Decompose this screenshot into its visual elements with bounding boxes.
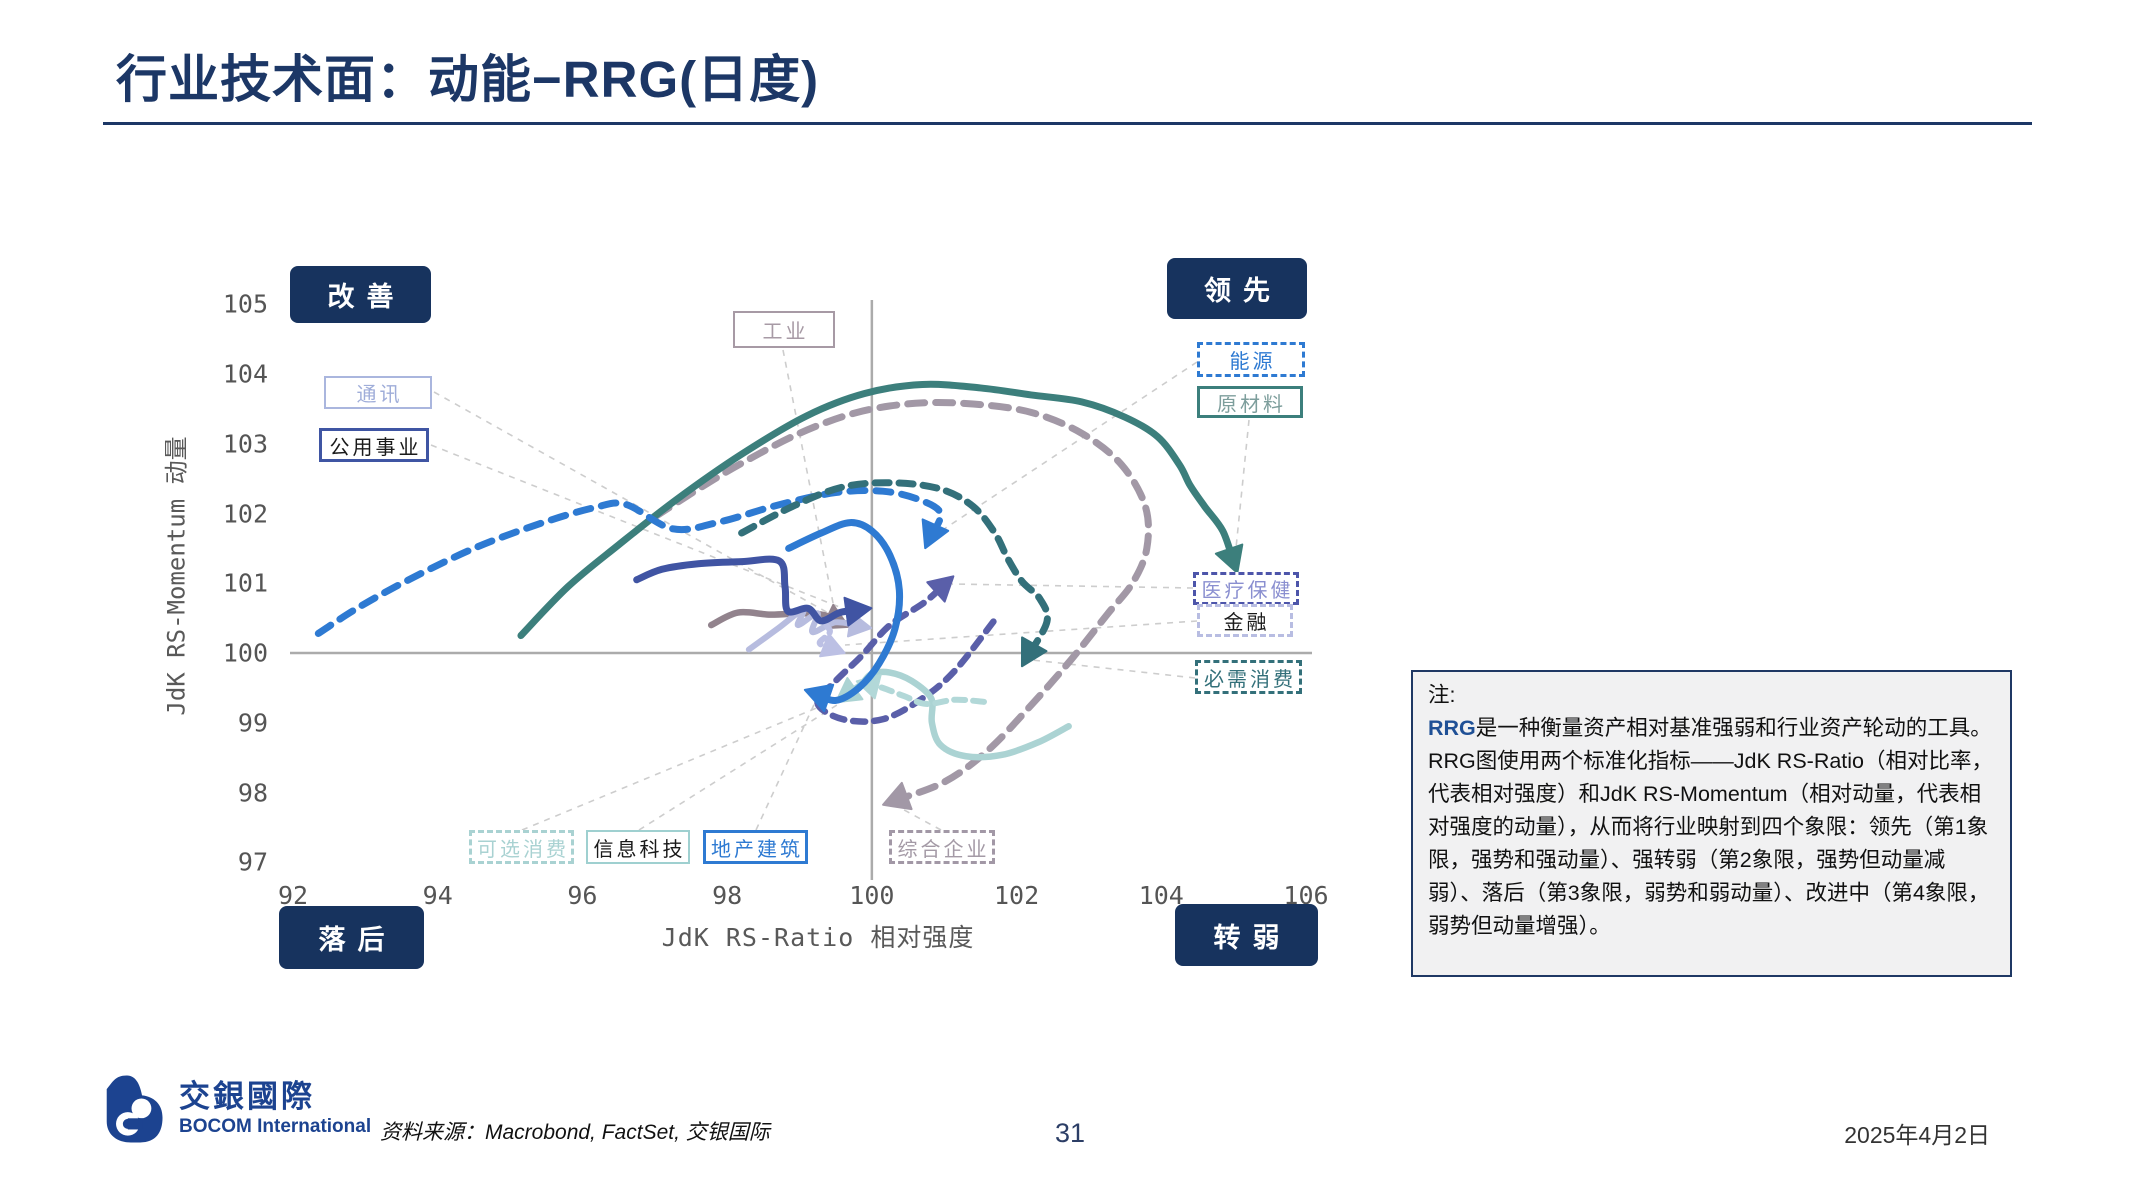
trail-公用事业 <box>633 555 864 625</box>
y-tick-label: 97 <box>237 847 268 877</box>
trail-能源 <box>314 486 945 637</box>
logo-text: 交銀國際 BOCOM International <box>179 1079 372 1138</box>
sector-label-conglomerates: 综合企业 <box>889 830 995 864</box>
x-tick-label: 94 <box>422 881 453 910</box>
y-tick-label: 104 <box>222 359 268 389</box>
y-tick-label: 102 <box>222 499 268 528</box>
sector-label-discretionary: 可选消费 <box>469 830 574 864</box>
trail-可选消费 <box>863 680 988 707</box>
quadrant-lagging-badge: 落后 <box>279 906 424 969</box>
y-tick-label: 105 <box>222 289 268 319</box>
quadrant-improving-badge: 改善 <box>290 266 431 323</box>
trail-必需消费 <box>738 479 1051 660</box>
note-highlight: RRG <box>1428 716 1476 740</box>
y-tick-label: 99 <box>237 708 268 738</box>
note-box: 注: RRG是一种衡量资产相对基准强弱和行业资产轮动的工具。RRG图使用两个标准… <box>1411 670 2012 977</box>
logo-name-cn: 交銀國際 <box>179 1079 315 1114</box>
x-axis-title: JdK RS-Ratio 相对强度 <box>661 923 975 952</box>
sector-label-utilities: 公用事业 <box>319 428 429 462</box>
trail-原材料 <box>517 380 1238 640</box>
logo-name-en: BOCOM International <box>179 1116 372 1138</box>
x-tick-label: 102 <box>993 881 1040 910</box>
y-tick-label: 98 <box>237 778 268 807</box>
page-title: 行业技术面：动能−RRG(日度) <box>116 51 820 108</box>
sector-label-energy: 能源 <box>1197 342 1305 377</box>
note-body: RRG是一种衡量资产相对基准强弱和行业资产轮动的工具。RRG图使用两个标准化指标… <box>1428 712 1995 943</box>
sector-label-property: 地产建筑 <box>703 830 808 864</box>
trail-综合企业 <box>651 399 1152 805</box>
trail-地产建筑 <box>785 519 904 704</box>
sector-label-telecom: 通讯 <box>324 376 432 409</box>
title-underline <box>103 122 2032 125</box>
note-text: 是一种衡量资产相对基准强弱和行业资产轮动的工具。RRG图使用两个标准化指标——J… <box>1428 716 1994 938</box>
x-tick-label: 104 <box>1138 881 1184 910</box>
y-tick-label: 101 <box>222 568 268 598</box>
bocom-logo-icon <box>106 1075 163 1143</box>
sector-label-staples: 必需消费 <box>1195 660 1302 694</box>
page-number: 31 <box>1054 1118 1086 1148</box>
note-label: 注: <box>1428 683 1456 707</box>
x-tick-label: 100 <box>849 881 895 910</box>
bocom-logo: 交銀國際 BOCOM International <box>103 1074 371 1144</box>
trail-通讯 <box>745 606 865 653</box>
y-tick-label: 100 <box>222 638 268 668</box>
y-tick-label: 103 <box>222 429 268 459</box>
sector-label-industrials: 工业 <box>733 311 835 348</box>
sector-label-financials: 金融 <box>1197 604 1293 637</box>
x-tick-label: 96 <box>567 881 598 910</box>
y-axis-title: JdK RS-Momentum 动量 <box>162 436 191 716</box>
x-tick-label: 92 <box>277 881 309 910</box>
quadrant-weakening-badge: 转弱 <box>1175 904 1318 966</box>
sector-label-infotech: 信息科技 <box>586 830 690 864</box>
source-note: 资料来源：Macrobond, FactSet, 交银国际 <box>380 1121 770 1144</box>
quadrant-leading-badge: 领先 <box>1167 258 1307 319</box>
sector-label-materials: 原材料 <box>1197 386 1303 418</box>
slide-date: 2025年4月2日 <box>1844 1122 1990 1148</box>
x-tick-label: 98 <box>712 881 743 910</box>
sector-label-healthcare: 医疗保健 <box>1193 572 1299 605</box>
